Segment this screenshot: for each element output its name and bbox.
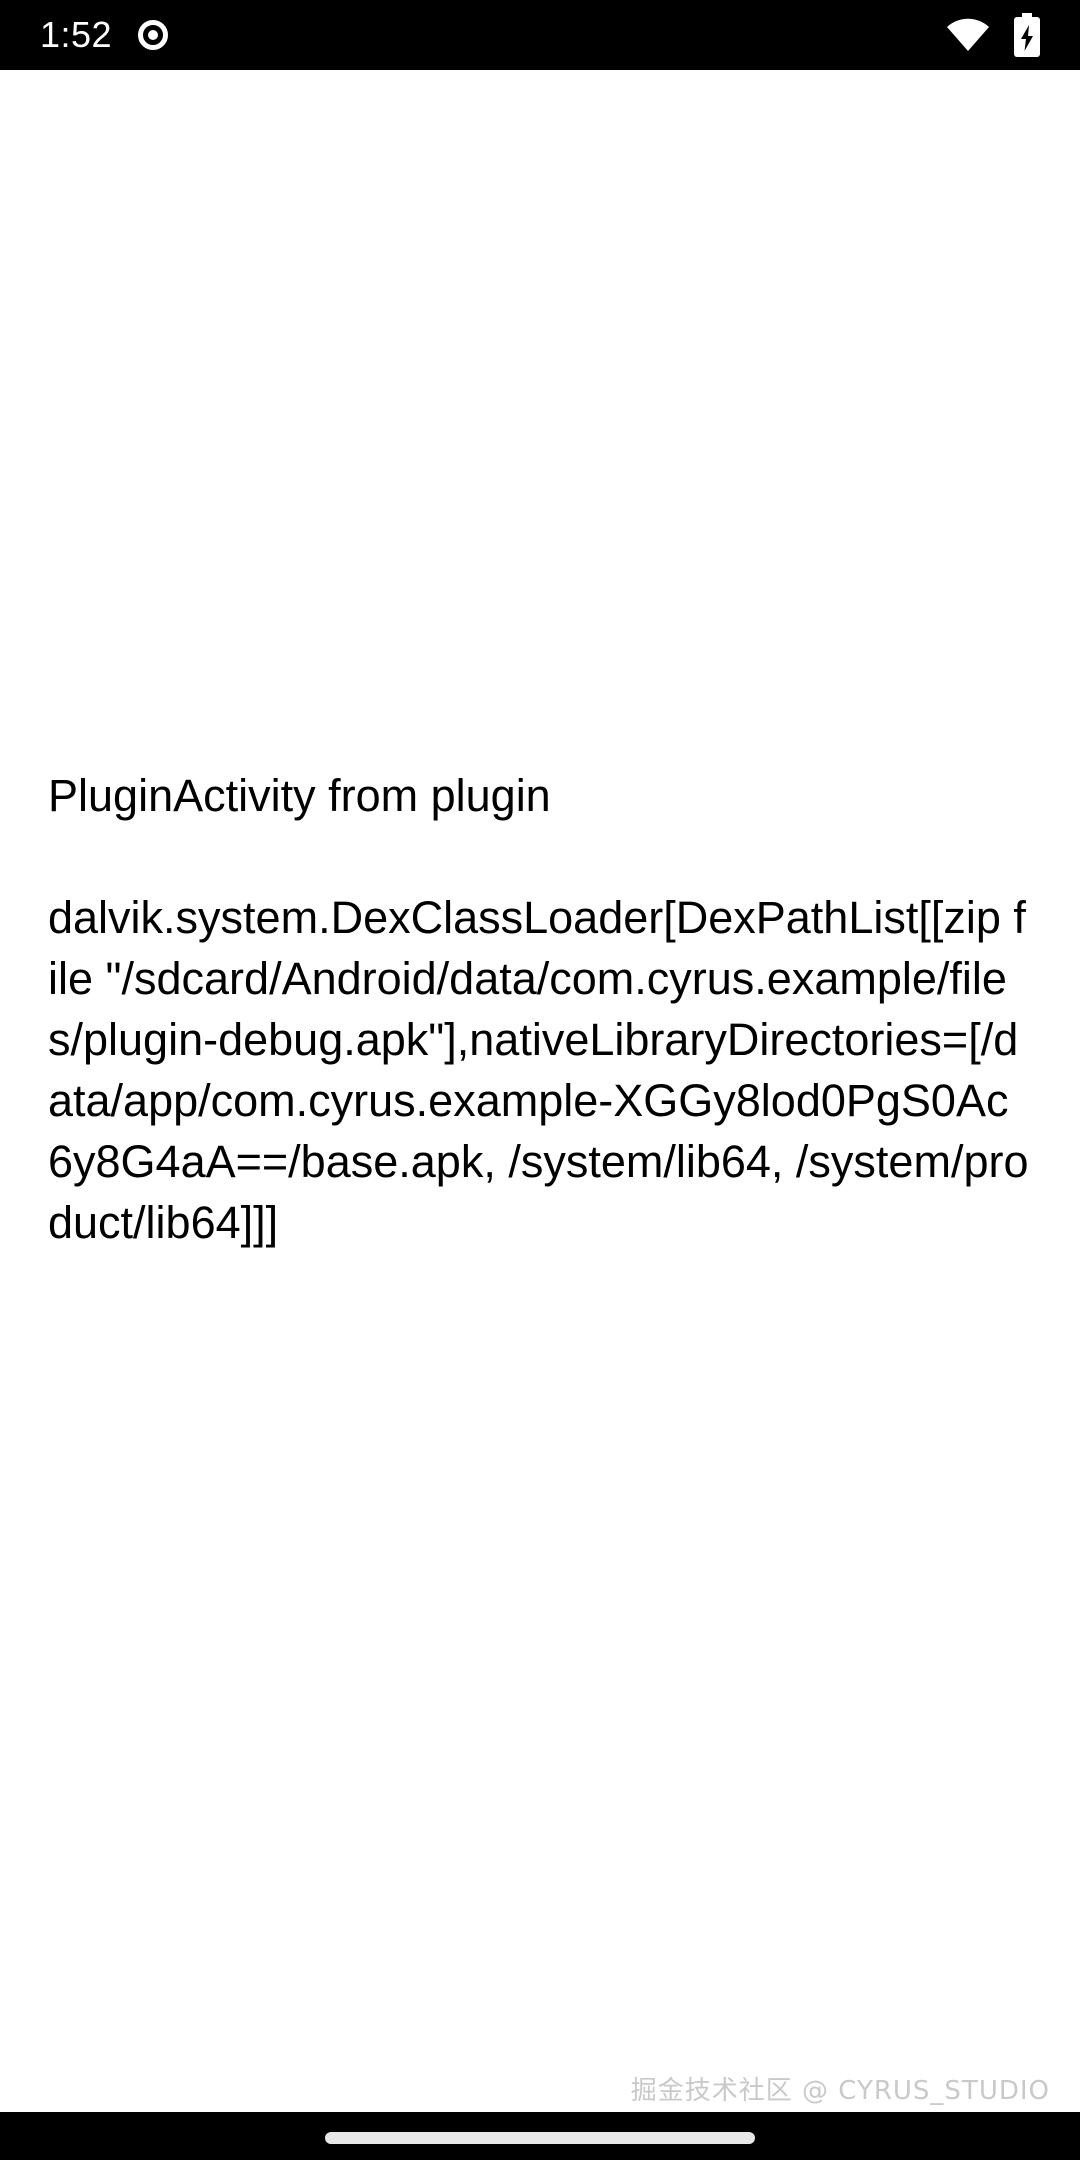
classloader-info-text: dalvik.system.DexClassLoader[DexPathList… xyxy=(48,892,1029,1248)
text-block: PluginActivity from plugin dalvik.system… xyxy=(48,765,1033,1253)
status-bar: 1:52 xyxy=(0,0,1080,70)
navigation-bar xyxy=(0,2112,1080,2160)
wifi-icon xyxy=(946,18,990,52)
status-bar-left: 1:52 xyxy=(40,14,169,55)
gesture-home-pill[interactable] xyxy=(325,2132,755,2144)
watermark-text: 掘金技术社区 @ CYRUS_STUDIO xyxy=(630,2076,1050,2106)
status-bar-clock: 1:52 xyxy=(40,14,113,55)
activity-content-area: PluginActivity from plugin dalvik.system… xyxy=(0,70,1080,2112)
battery-charging-icon xyxy=(1012,13,1042,57)
activity-title-text: PluginActivity from plugin xyxy=(48,770,551,821)
notification-dot-icon xyxy=(138,20,169,50)
status-bar-right xyxy=(946,13,1052,57)
